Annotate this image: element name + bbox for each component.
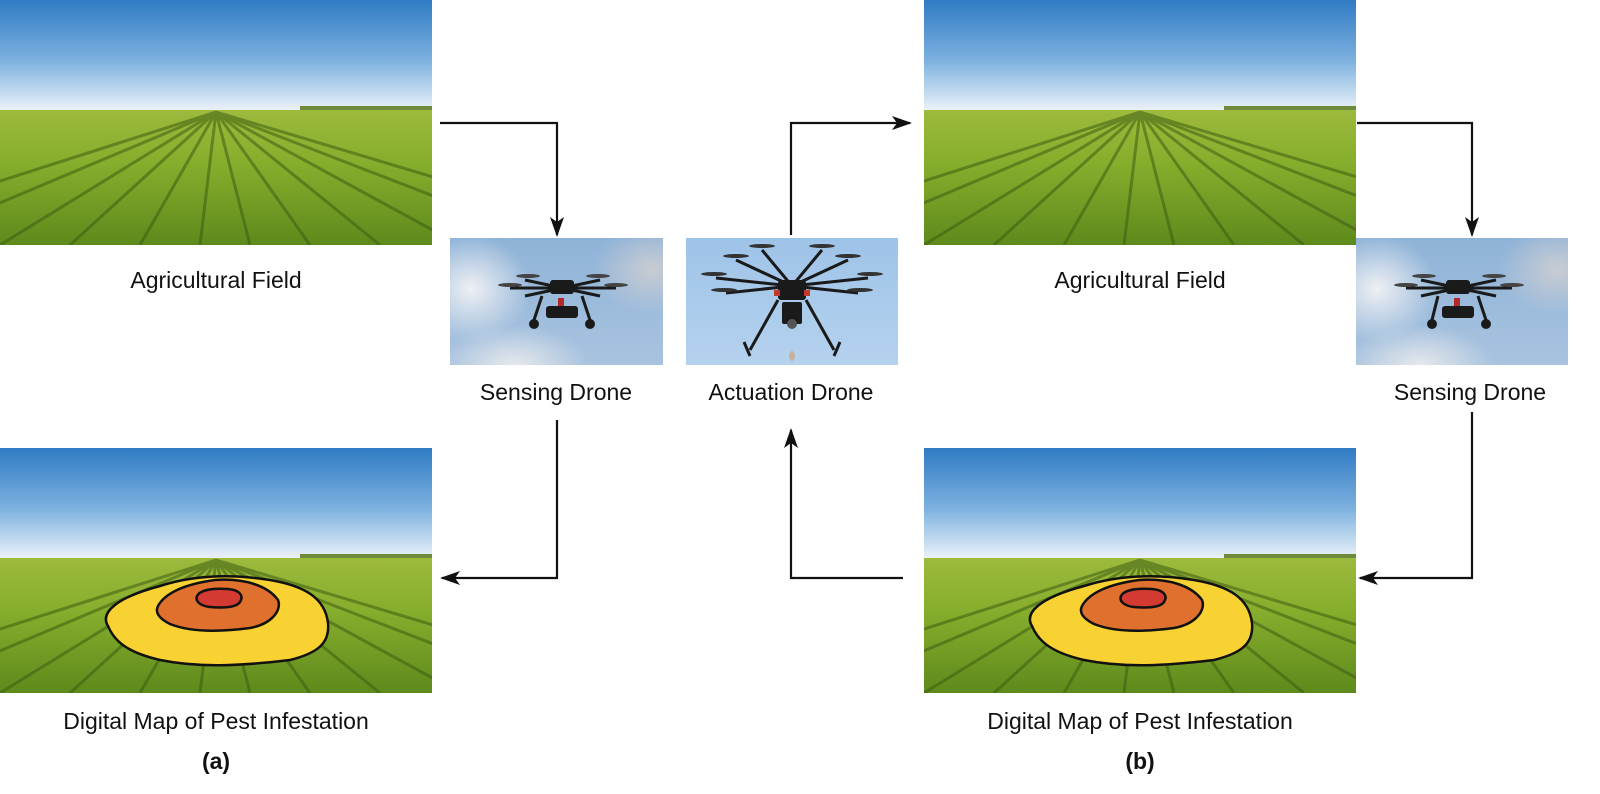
panel-tag-a: (a) xyxy=(201,748,231,774)
actuation-drone-label: Actuation Drone xyxy=(708,379,874,405)
octocopter-icon xyxy=(701,244,883,361)
field-photo-icon xyxy=(0,448,432,693)
arrow-sensing-to-map-b xyxy=(1358,412,1474,585)
agricultural-field-label-b: Agricultural Field xyxy=(1054,267,1226,293)
pest-map-label-b: Digital Map of Pest Infestation xyxy=(987,708,1293,734)
arrow-map-to-actuation xyxy=(784,428,903,580)
sensing-drone-label-a: Sensing Drone xyxy=(479,379,633,405)
field-photo-icon xyxy=(924,448,1356,693)
pest-map-label-a: Digital Map of Pest Infestation xyxy=(63,708,369,734)
agricultural-field-image-a xyxy=(0,0,432,245)
infestation-heatmap-icon xyxy=(104,574,330,667)
arrow-field-to-sensing-b xyxy=(1357,121,1479,237)
hexacopter-icon xyxy=(498,274,628,329)
sensing-drone-image-a xyxy=(450,238,663,365)
sensing-drone-image-b xyxy=(1356,238,1568,365)
agricultural-field-label-a: Agricultural Field xyxy=(130,267,302,293)
field-photo-icon xyxy=(924,0,1356,245)
arrow-actuation-to-field-b xyxy=(789,116,912,235)
actuation-drone-image xyxy=(686,238,898,365)
hexacopter-icon xyxy=(1394,274,1524,329)
infestation-heatmap-icon xyxy=(1028,574,1254,667)
pest-infestation-map-a xyxy=(0,448,432,693)
arrow-field-to-sensing-a xyxy=(440,121,564,237)
pest-infestation-map-b xyxy=(924,448,1356,693)
field-photo-icon xyxy=(0,0,432,245)
panel-tag-b: (b) xyxy=(1125,748,1155,774)
arrow-sensing-to-map-a xyxy=(440,420,559,585)
sensing-drone-label-b: Sensing Drone xyxy=(1393,379,1547,405)
agricultural-field-image-b xyxy=(924,0,1356,245)
